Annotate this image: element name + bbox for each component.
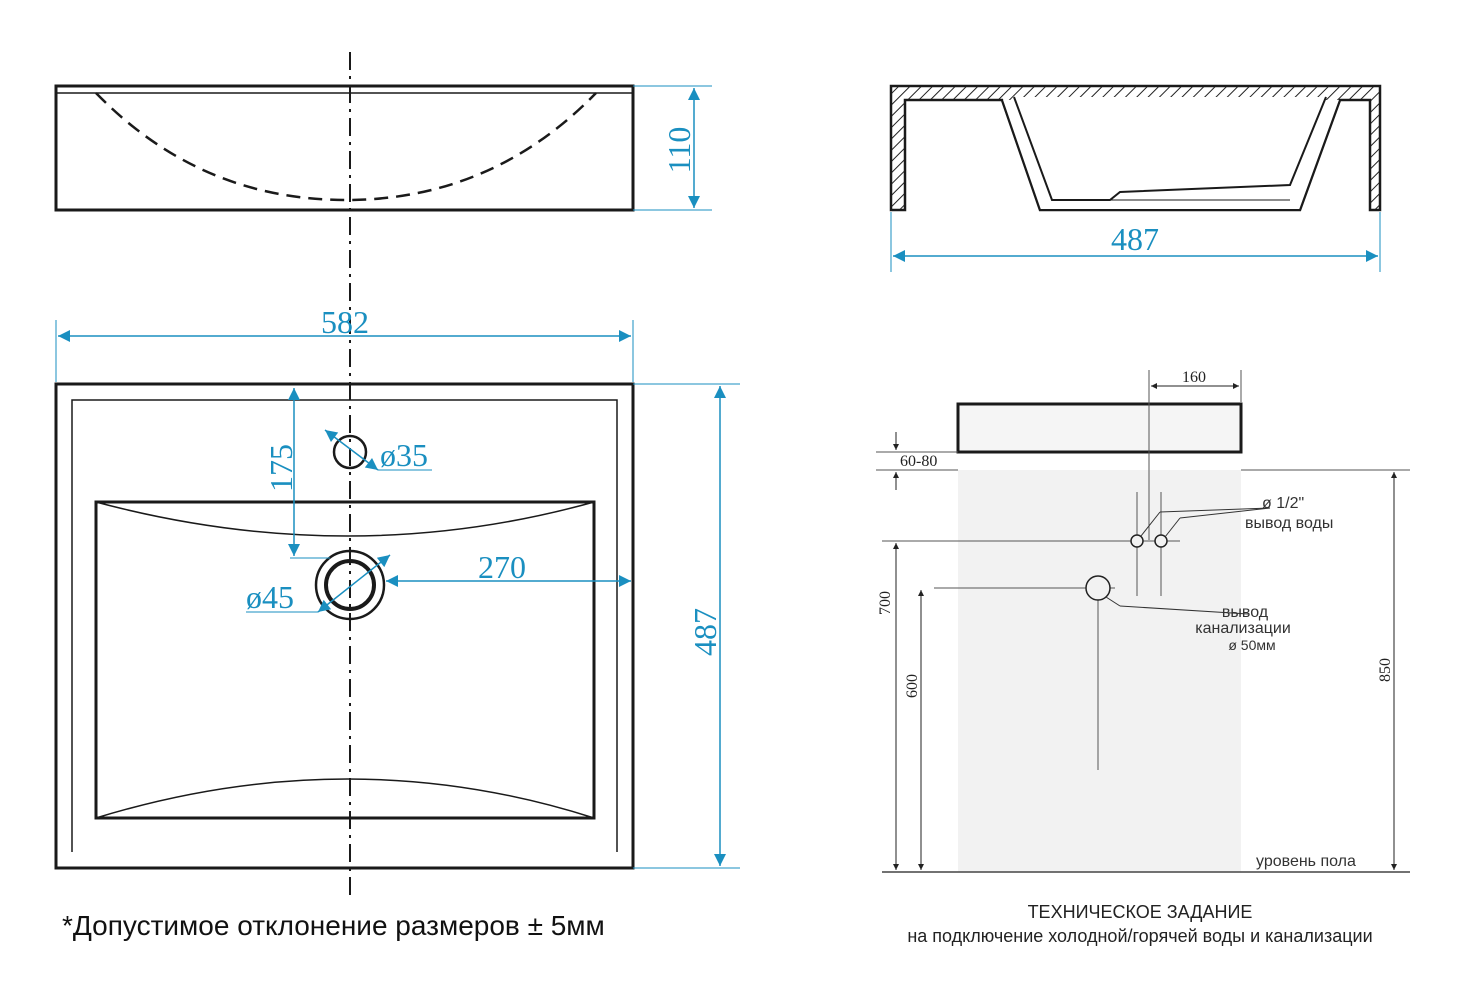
spec-subtitle: на подключение холодной/горячей воды и к… <box>907 926 1373 946</box>
side-section-view <box>889 84 1382 212</box>
water-pipe-cold <box>1130 534 1144 548</box>
tolerance-note: *Допустимое отклонение размеров ± 5мм <box>62 910 605 941</box>
water-outlet-label: вывод воды <box>1245 515 1333 532</box>
dim-110-label: 110 <box>661 127 697 174</box>
floor-level-label: уровень пола <box>1256 853 1356 870</box>
dim-profile-depth: 487 <box>890 212 1381 272</box>
dim-850-label: 850 <box>1377 658 1394 682</box>
dim-175-label: 175 <box>263 444 299 492</box>
dim-plan-width: 582 <box>55 304 634 382</box>
dim-6080-label: 60-80 <box>900 453 937 470</box>
dim-drain-to-edge: 270 <box>386 549 631 587</box>
sewer-label-1: вывод <box>1222 604 1269 621</box>
dim-600-label: 600 <box>904 674 921 698</box>
dim-plan-depth: 487 <box>633 383 740 869</box>
dim-487-side-label: 487 <box>1111 221 1159 257</box>
dim-270-label: 270 <box>478 549 526 585</box>
dim-160-label: 160 <box>1182 369 1206 386</box>
sewer-label-2: канализации <box>1195 620 1291 637</box>
dim-700-label: 700 <box>877 591 894 615</box>
sewer-outlet <box>1085 575 1111 601</box>
wall-zone <box>958 470 1241 872</box>
dim-35-label: ø35 <box>380 437 428 473</box>
water-pipe-hot <box>1154 534 1168 548</box>
front-view <box>54 84 635 212</box>
spec-title: ТЕХНИЧЕСКОЕ ЗАДАНИЕ <box>1027 902 1253 922</box>
dim-faucet-diameter: ø35 <box>324 429 432 473</box>
dim-45-label: ø45 <box>246 579 294 615</box>
dim-487-plan-label: 487 <box>687 608 723 656</box>
water-pipe-label: ø 1/2" <box>1262 495 1304 512</box>
dim-faucet-offset: 175 <box>263 388 330 559</box>
plan-view <box>54 382 635 870</box>
dim-582-label: 582 <box>321 304 369 340</box>
install-scheme: 160 60-80 ø 1/2" вывод воды вывод канали… <box>876 369 1410 873</box>
basin-block <box>956 402 1243 454</box>
sewer-diameter-label: ø 50мм <box>1228 637 1275 653</box>
dim-drain-diameter: ø45 <box>246 554 391 615</box>
dim-front-height: 110 <box>633 85 712 211</box>
